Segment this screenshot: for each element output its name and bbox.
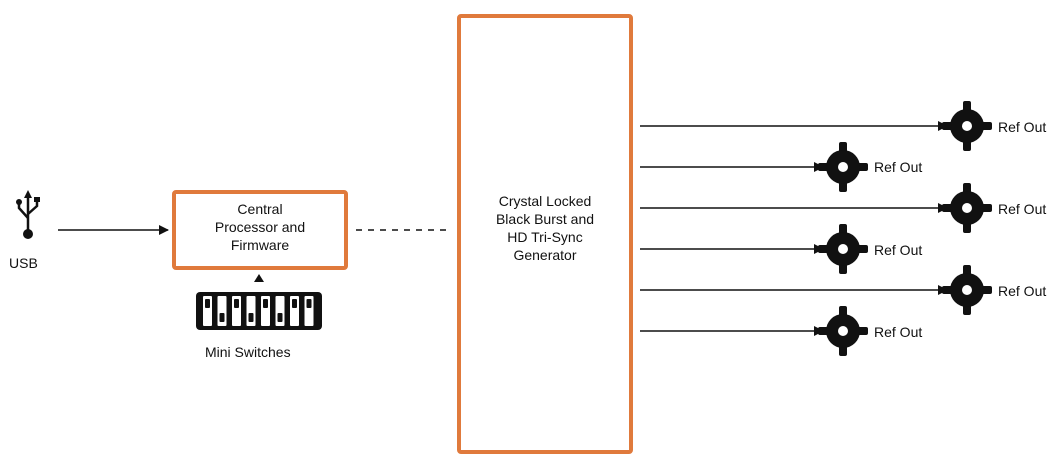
dip-switch — [275, 296, 285, 326]
processor-line-2: Processor and — [214, 219, 306, 235]
usb-label: USB — [9, 255, 38, 271]
processor-line-3: Firmware — [230, 237, 290, 253]
mini-switches-label: Mini Switches — [205, 344, 291, 360]
processor-box — [172, 190, 348, 270]
generator-line-2: Black Burst and — [495, 211, 595, 227]
ref-out-label-6: Ref Out — [874, 324, 923, 340]
ref-out-1 — [640, 101, 992, 151]
ref-out-label-4: Ref Out — [874, 242, 923, 258]
dip-switch — [261, 296, 270, 326]
ref-out-6 — [640, 306, 868, 356]
generator-line-3: HD Tri-Sync — [507, 229, 583, 245]
output-connectors — [640, 101, 992, 356]
ref-out-label-3: Ref Out — [998, 201, 1047, 217]
dip-switch — [203, 296, 212, 326]
ref-out-5 — [640, 265, 992, 315]
diagram-connectors — [16, 101, 992, 356]
bnc-connector-icon — [818, 142, 868, 192]
bnc-connector-icon — [942, 101, 992, 151]
bnc-connector-icon — [942, 183, 992, 233]
generator-text: Crystal Locked Black Burst and HD Tri-Sy… — [457, 192, 633, 264]
dip-switch — [217, 296, 227, 326]
generator-line-4: Generator — [513, 247, 577, 263]
processor-text: Central Processor and Firmware — [172, 200, 348, 254]
dip-switch — [232, 296, 241, 326]
dip-switch-icon — [196, 292, 322, 330]
usb-icon — [16, 190, 40, 239]
ref-out-label-1: Ref Out — [998, 119, 1047, 135]
generator-box — [457, 14, 633, 454]
ref-out-label-2: Ref Out — [874, 159, 923, 175]
switches-up-arrow — [254, 274, 264, 282]
processor-line-1: Central — [237, 201, 283, 217]
bnc-connector-icon — [818, 224, 868, 274]
ref-out-3 — [640, 183, 992, 233]
bnc-connector-icon — [818, 306, 868, 356]
bnc-connector-icon — [942, 265, 992, 315]
ref-out-2 — [640, 142, 868, 192]
generator-line-1: Crystal Locked — [498, 193, 592, 209]
dip-switch — [290, 296, 299, 326]
signal-flow-diagram: USB Central Processor and Firmware Mini … — [9, 14, 1047, 454]
ref-out-label-5: Ref Out — [998, 283, 1047, 299]
ref-out-4 — [640, 224, 868, 274]
dip-switch — [246, 296, 256, 326]
dip-switch — [304, 296, 314, 326]
